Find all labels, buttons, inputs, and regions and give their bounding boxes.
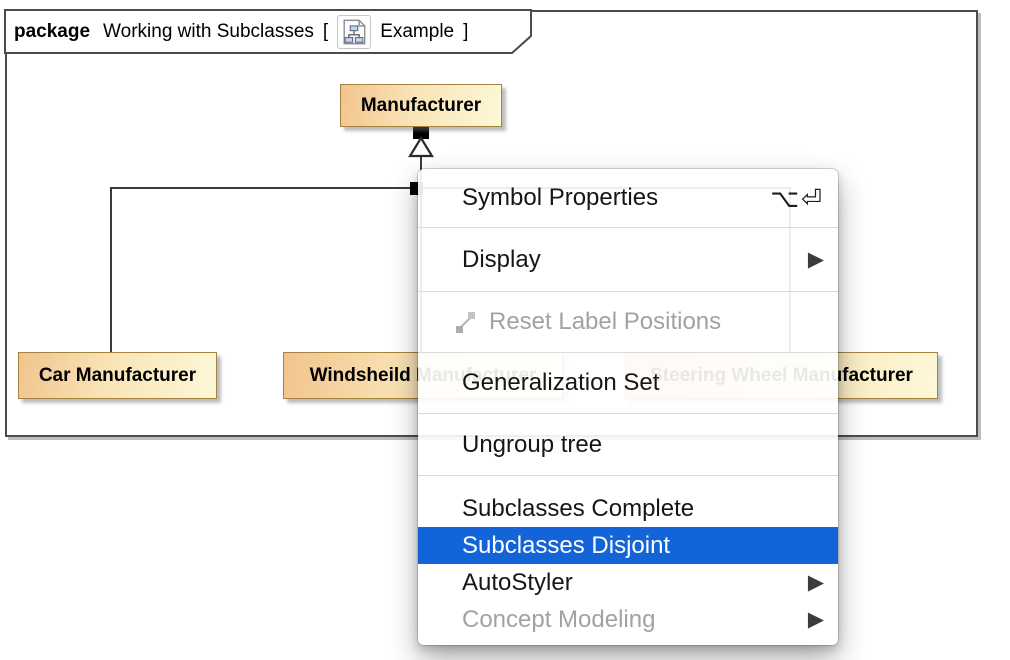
generalization-branch-left[interactable]: [110, 187, 112, 352]
context-menu: Symbol Properties ⌥⏎ Display ▶ Reset Lab…: [418, 169, 838, 645]
menu-item-generalization-set[interactable]: Generalization Set: [418, 353, 838, 413]
menu-separator: [418, 352, 838, 353]
menu-item-label: Generalization Set: [462, 369, 660, 396]
package-title: Working with Subclasses: [103, 21, 314, 42]
menu-item-reset-label-positions: Reset Label Positions: [418, 292, 838, 352]
class-label: Manufacturer: [360, 94, 482, 116]
menu-item-label: Subclasses Complete: [462, 494, 695, 522]
menu-item-label: Reset Label Positions: [489, 308, 722, 335]
menu-group-subclasses: Subclasses Complete Subclasses Disjoint …: [418, 476, 838, 645]
menu-item-label: Display: [462, 245, 541, 273]
bracket-close: ]: [463, 21, 469, 42]
submenu-arrow-icon: ▶: [807, 607, 824, 631]
reset-label-positions-icon: [453, 310, 478, 335]
menu-item-autostyler[interactable]: AutoStyler ▶: [418, 564, 838, 601]
menu-item-subclasses-complete[interactable]: Subclasses Complete: [418, 490, 838, 527]
menu-item-display[interactable]: Display ▶: [418, 228, 838, 291]
menu-item-symbol-properties[interactable]: Symbol Properties ⌥⏎: [418, 169, 838, 227]
class-box-manufacturer[interactable]: Manufacturer: [340, 84, 502, 127]
menu-item-label: Subclasses Disjoint: [462, 531, 671, 559]
menu-item-ungroup-tree[interactable]: Ungroup tree: [418, 414, 838, 475]
package-frame-header: package Working with Subclasses [ Exampl…: [14, 10, 468, 54]
submenu-arrow-icon: ▶: [807, 247, 824, 271]
menu-separator: [418, 227, 838, 228]
diagram-name: Example: [380, 21, 455, 42]
class-box-car-manufacturer[interactable]: Car Manufacturer: [18, 352, 217, 399]
menu-item-label: AutoStyler: [462, 568, 573, 596]
menu-item-label: Concept Modeling: [462, 605, 656, 633]
menu-separator: [418, 413, 838, 414]
menu-separator: [418, 291, 838, 292]
class-diagram-icon: [337, 15, 372, 49]
menu-item-label: Ungroup tree: [462, 430, 603, 458]
package-frame-tab: [4, 9, 532, 54]
class-label: Car Manufacturer: [38, 364, 197, 386]
menu-item-label: Symbol Properties: [462, 184, 659, 211]
package-keyword: package: [14, 21, 91, 42]
generalization-arrowhead-icon: [408, 136, 434, 158]
menu-separator: [418, 475, 838, 476]
bracket-open: [: [322, 21, 329, 42]
selection-handle-top[interactable]: [413, 126, 429, 139]
option-return-shortcut-icon: ⌥⏎: [770, 183, 824, 213]
menu-item-subclasses-disjoint[interactable]: Subclasses Disjoint: [418, 527, 838, 564]
menu-item-concept-modeling: Concept Modeling ▶: [418, 601, 838, 638]
submenu-arrow-icon: ▶: [807, 570, 824, 594]
